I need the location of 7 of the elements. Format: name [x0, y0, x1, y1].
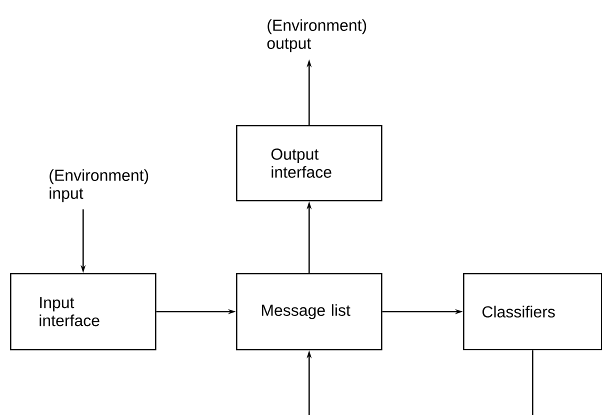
process-box: Message list	[236, 273, 382, 350]
process-box: Input interface	[10, 273, 156, 350]
process-box: Classifiers	[463, 273, 602, 350]
environment-label: (Environment) output	[267, 19, 366, 52]
connector-line	[532, 350, 534, 415]
process-box: Output interface	[236, 125, 382, 202]
environment-label: (Environment) input	[50, 169, 148, 202]
